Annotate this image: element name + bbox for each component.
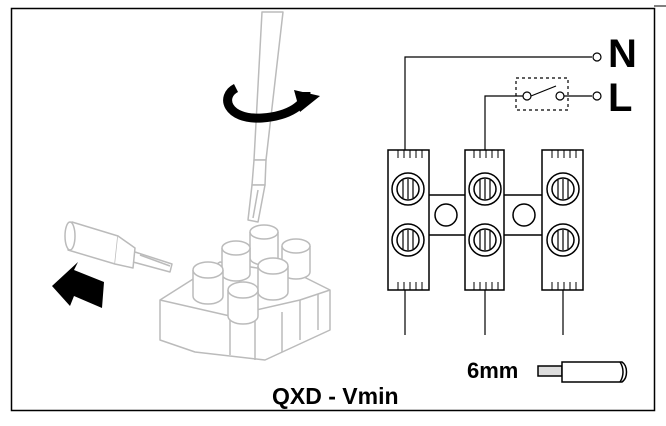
- strip-length-label: 6mm: [467, 358, 519, 383]
- front-row-cylinders: [192, 257, 289, 325]
- insert-arrow-icon: [52, 262, 104, 308]
- terminal-block-front-view: [387, 149, 584, 291]
- model-label: QXD - Vmin: [272, 383, 399, 409]
- live-label: L: [608, 76, 633, 120]
- terminal-block-sketch: [64, 11, 331, 361]
- live-terminal-dot: [592, 91, 602, 101]
- neutral-terminal-dot: [592, 52, 602, 62]
- outer-frame: [10, 7, 656, 412]
- rotate-arrowhead: [294, 90, 320, 112]
- screwdriver-icon: [247, 11, 284, 223]
- wiring-schematic: [404, 52, 602, 335]
- live-wire: [484, 95, 523, 150]
- back-row-cylinders: [221, 224, 311, 282]
- ferrule-icon: [64, 221, 173, 273]
- neutral-wire: [404, 56, 592, 150]
- switch-box: [515, 77, 569, 111]
- neutral-label: N: [608, 32, 637, 76]
- stripped-wire-icon: [537, 361, 628, 383]
